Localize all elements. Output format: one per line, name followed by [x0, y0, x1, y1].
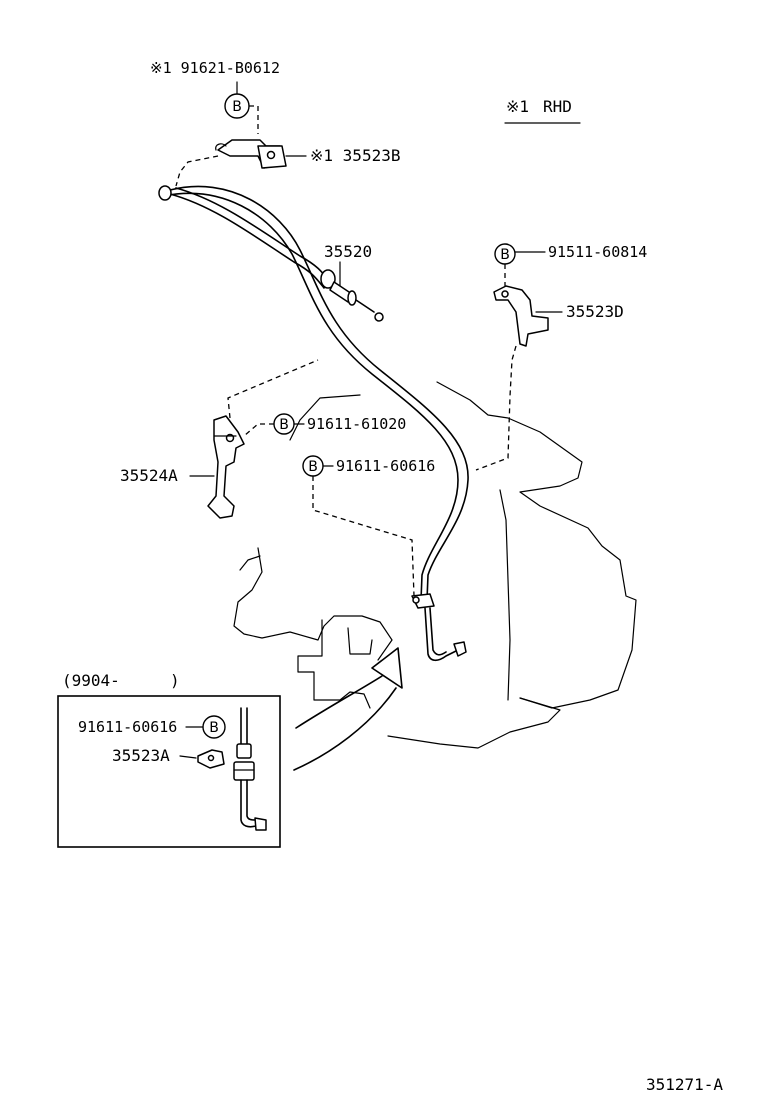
leader-35523d-to-cable: [475, 345, 517, 471]
transmission-outline: [233, 381, 637, 749]
legend: ※1 RHD: [504, 97, 581, 124]
inset-box: [57, 695, 281, 848]
cable-end-eye: [374, 312, 384, 322]
label-bolt-lower: 91611-60616: [336, 457, 435, 475]
inset-bolt-91611-60616: B: [185, 715, 226, 739]
cable-lock-nut: [347, 290, 357, 306]
label-inset-period-close: ): [170, 671, 180, 690]
leader-35523b-to-cable: [175, 155, 219, 187]
inset-pointer-arrow: [293, 647, 403, 771]
bolt-symbol-right: B: [500, 247, 510, 263]
bracket-35524a: [207, 415, 245, 519]
bolt-symbol-mid: B: [279, 417, 289, 433]
cable-adjuster-nut: [320, 269, 336, 289]
bolt-symbol-inset: B: [209, 720, 219, 736]
cable-35520: [158, 185, 469, 662]
cable-end-fitting: [158, 185, 172, 201]
bolt-symbol-lower: B: [308, 459, 318, 475]
label-bolt-top: ※1 91621-B0612: [150, 59, 280, 77]
inset-bracket-35523a: [179, 749, 225, 769]
legend-text: RHD: [543, 97, 572, 116]
label-bolt-right: 91511-60814: [548, 243, 647, 261]
label-bracket-left: 35524A: [120, 466, 178, 485]
label-bracket-top: ※1 35523B: [310, 146, 400, 165]
label-bolt-mid: 91611-61020: [307, 415, 406, 433]
drawing-number: 351271-A: [646, 1075, 723, 1094]
bracket-35523d: [493, 285, 549, 347]
label-inset-bolt: 91611-60616: [78, 718, 177, 736]
legend-mark: ※1: [506, 97, 529, 116]
bolt-91611-61020: B: [243, 413, 305, 437]
bolt-91511-60814: B: [494, 243, 546, 286]
inset-cable: [233, 707, 267, 831]
label-inset-bracket: 35523A: [112, 746, 170, 765]
label-inset-period: (9904-: [62, 671, 120, 690]
cable-lower-end: [453, 641, 467, 657]
bolt-91621-b0612: B: [224, 81, 259, 134]
bracket-35523b: [215, 139, 287, 169]
bolt-symbol-top: B: [232, 99, 242, 115]
leader-35524a-to-cable: [227, 359, 319, 419]
label-cable: 35520: [324, 242, 372, 261]
bolt-91611-60616: B: [302, 455, 415, 597]
label-bracket-right: 35523D: [566, 302, 624, 321]
